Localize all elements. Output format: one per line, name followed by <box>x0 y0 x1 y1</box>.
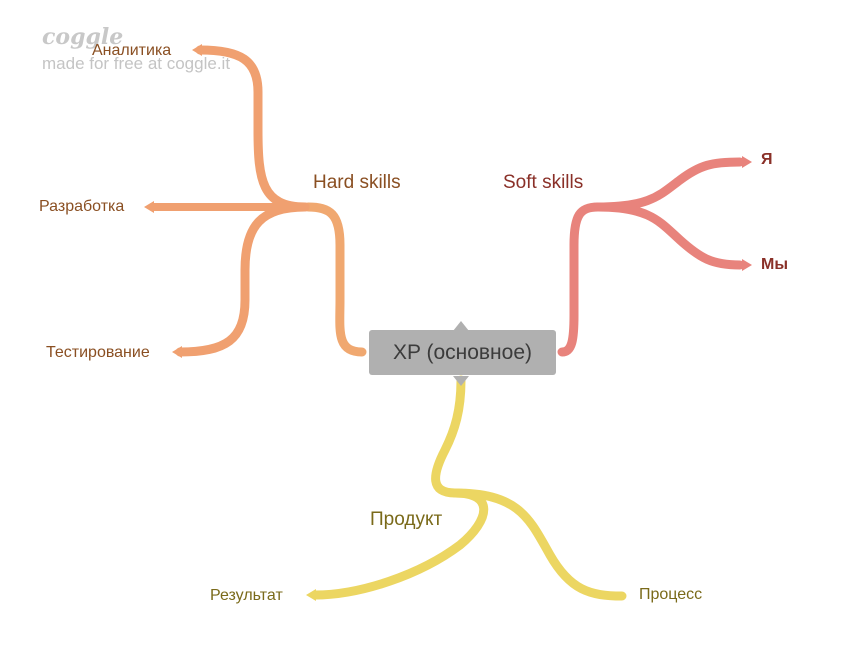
edge-center-to-hard-skills <box>303 202 367 357</box>
node-hard-skills[interactable]: Hard skills <box>313 172 401 193</box>
edge-hard-skills-to-testirovanie <box>175 202 310 357</box>
arrow-tip-analitika <box>192 44 202 56</box>
edge-center-to-soft-skills <box>557 202 603 357</box>
edge-product-to-rezultat <box>310 488 489 600</box>
node-analitika[interactable]: Аналитика <box>92 42 172 59</box>
node-ya[interactable]: Я <box>761 151 773 168</box>
node-razrabotka[interactable]: Разработка <box>39 198 125 215</box>
node-testirovanie[interactable]: Тестирование <box>46 344 150 361</box>
watermark-text: made for free at coggle.it <box>42 54 231 73</box>
arrow-tip-ya <box>742 156 752 168</box>
edge-product-to-process <box>450 488 627 601</box>
node-rezultat[interactable]: Результат <box>210 587 283 604</box>
node-product[interactable]: Продукт <box>370 509 443 530</box>
edge-soft-skills-to-my <box>593 202 745 270</box>
center-bottom-marker <box>453 376 469 386</box>
arrow-tip-rezultat <box>306 589 316 601</box>
edge-soft-skills-to-ya <box>593 157 745 212</box>
center-node[interactable]: XP (основное) <box>369 330 556 375</box>
coggle-logo: coggle <box>42 24 124 50</box>
edge-hard-skills-to-analitika <box>195 45 310 212</box>
soft-skills-branch <box>557 156 752 357</box>
center-node-label: XP (основное) <box>392 340 533 364</box>
arrow-tip-my <box>742 259 752 271</box>
product-branch <box>306 375 627 601</box>
arrow-tip-testirovanie <box>172 346 182 358</box>
node-my[interactable]: Мы <box>761 256 788 273</box>
node-soft-skills[interactable]: Soft skills <box>503 172 584 193</box>
center-top-marker <box>453 321 469 331</box>
hard-skills-branch <box>144 44 367 358</box>
edge-center-to-product <box>431 375 466 498</box>
coggle-watermark: coggle made for free at coggle.it <box>42 24 230 74</box>
node-process[interactable]: Процесс <box>639 586 703 603</box>
arrow-tip-razrabotka <box>144 201 154 213</box>
